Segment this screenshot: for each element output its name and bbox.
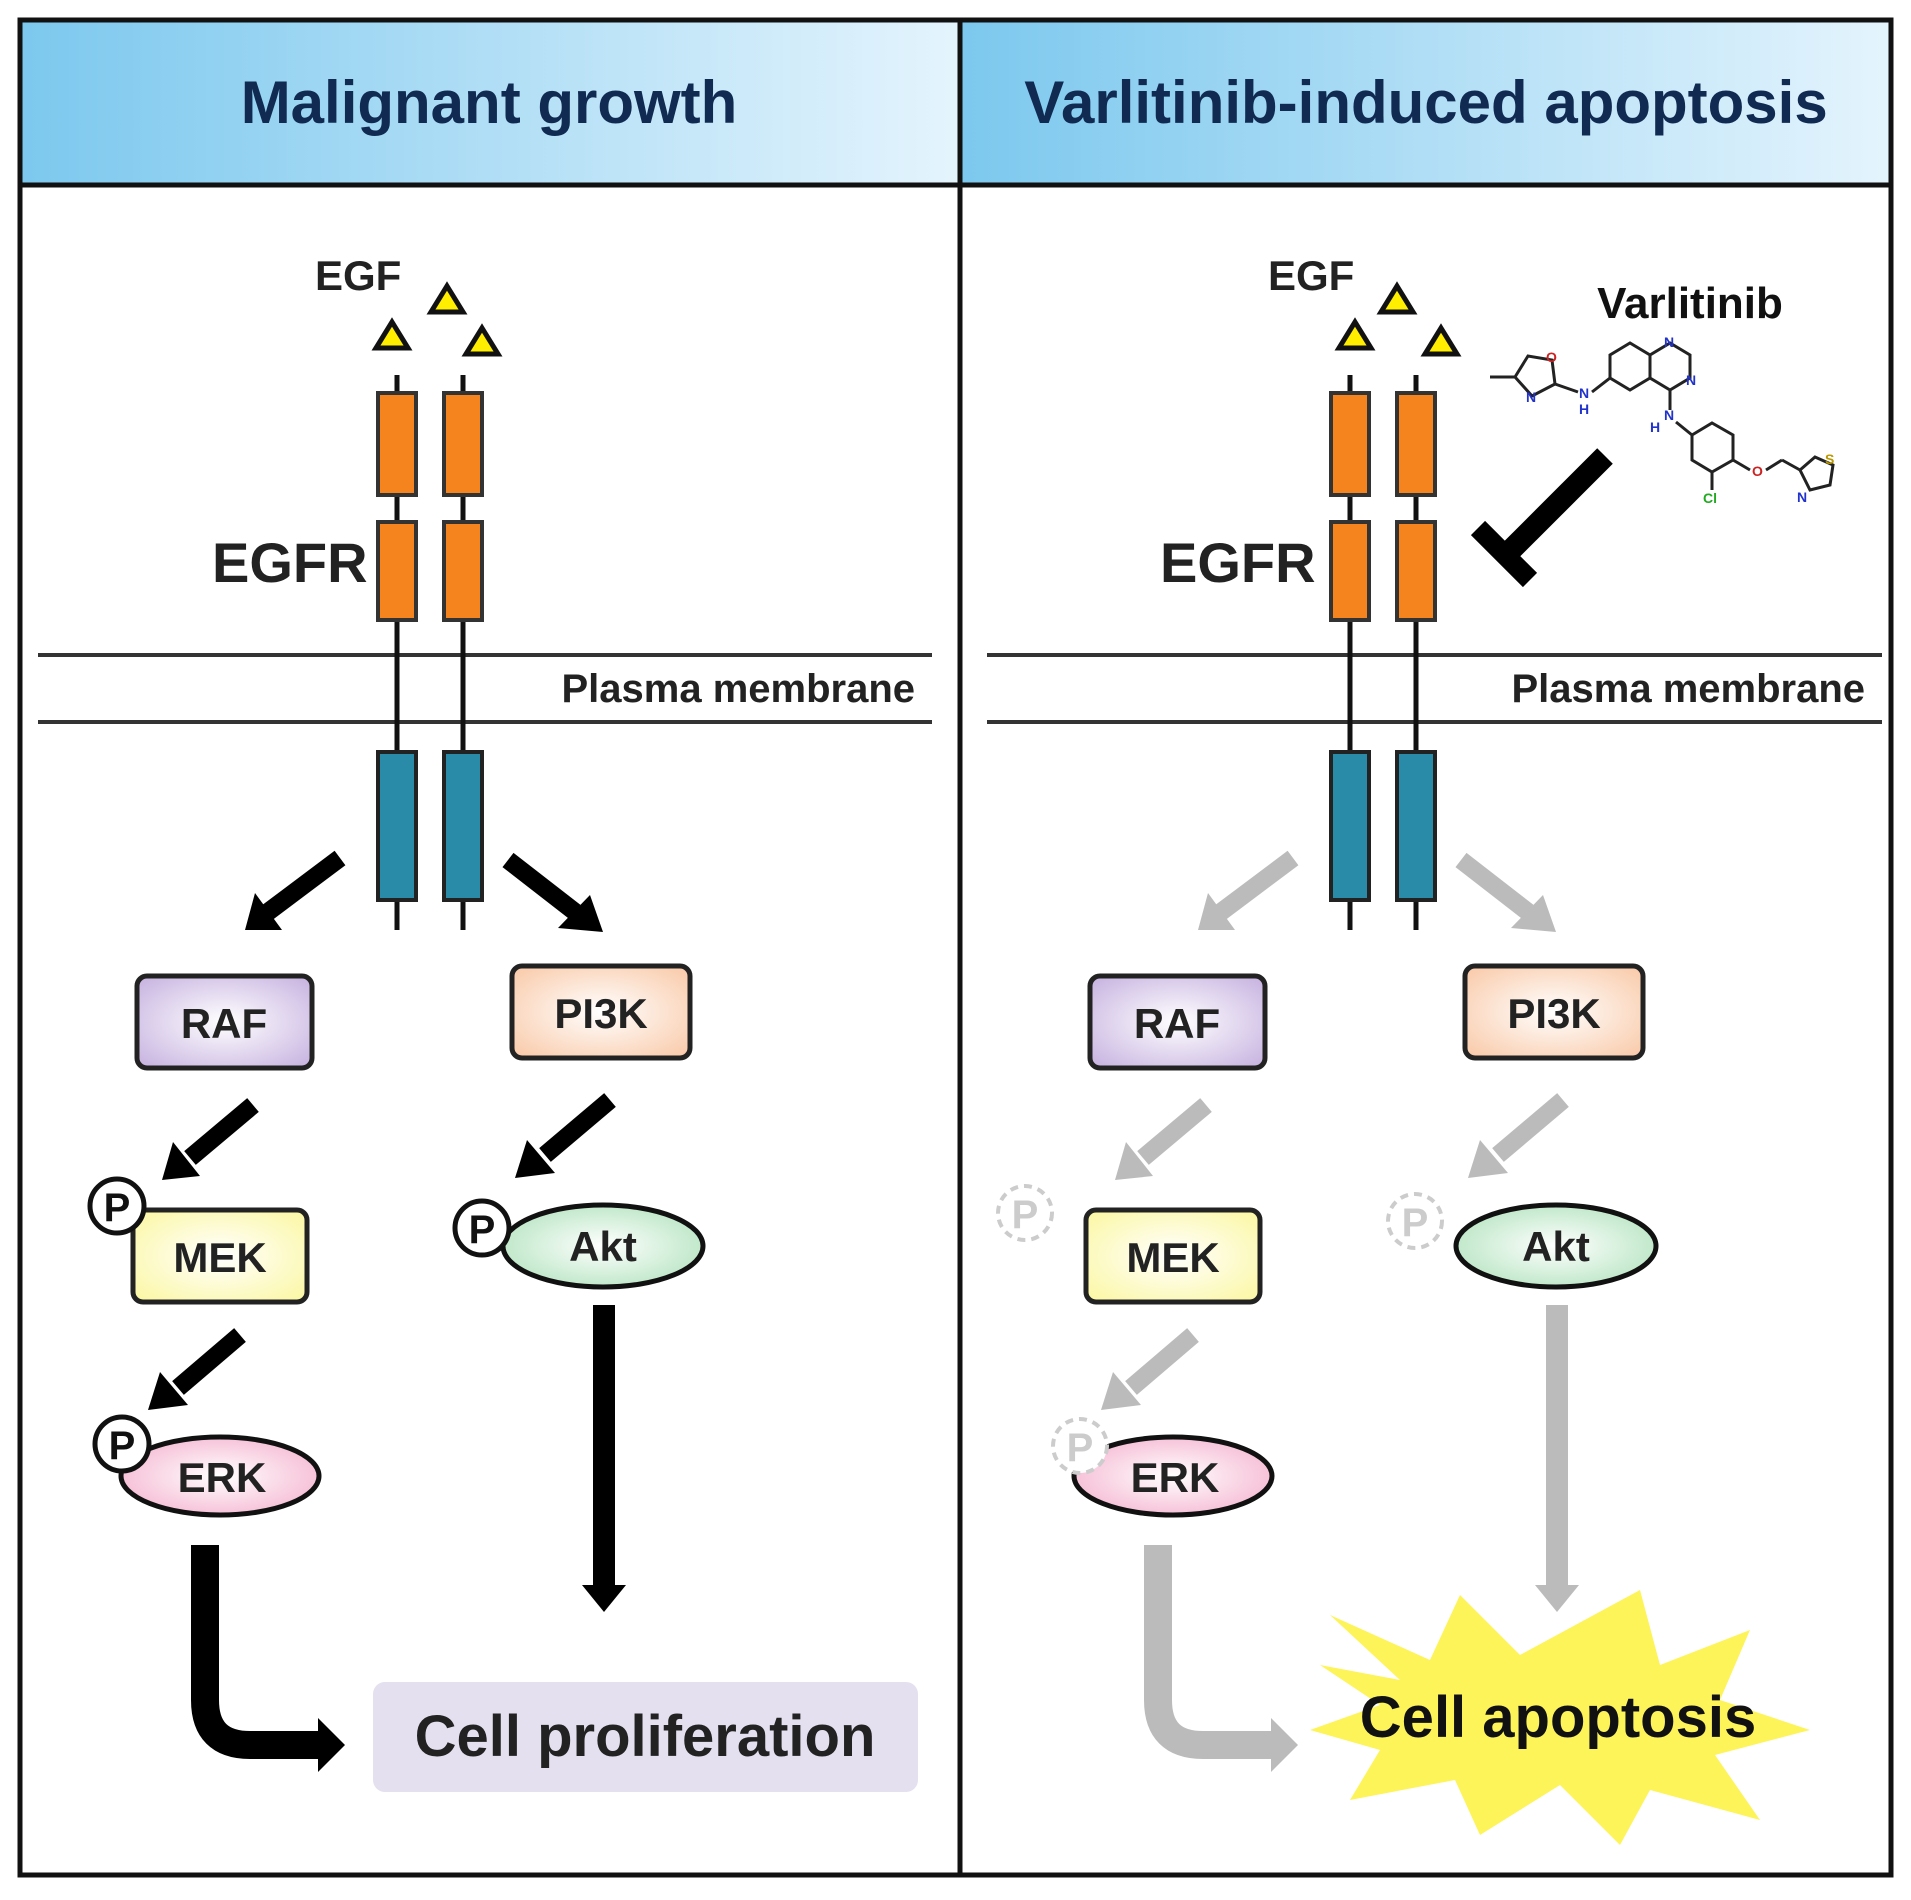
membrane-label: Plasma membrane (1511, 667, 1865, 711)
arrow-raf-to-mek (162, 1098, 259, 1180)
svg-text:H: H (1650, 419, 1660, 435)
erk-label: ERK (1131, 1454, 1220, 1501)
egf-triangle (1334, 317, 1376, 351)
phospho-akt-label: P (469, 1208, 496, 1252)
egfr-monomer (1395, 375, 1437, 930)
pi3k-label: PI3K (1507, 990, 1600, 1037)
egfr-monomer (376, 375, 418, 930)
varlitinib-atoms: O N N H N N N H O Cl S N (1526, 334, 1834, 506)
arrow-to-raf-inactive (1198, 850, 1299, 930)
phospho-akt-faded-label: P (1402, 1201, 1429, 1245)
raf-label: RAF (181, 1000, 267, 1047)
raf-label: RAF (1134, 1000, 1220, 1047)
egfr-monomer (442, 375, 484, 930)
phospho-mek-faded (996, 1184, 1054, 1242)
phospho-akt-faded (1386, 1192, 1444, 1250)
egf-label: EGF (315, 252, 401, 299)
svg-text:Cl: Cl (1703, 490, 1717, 506)
egf-triangle (1376, 281, 1418, 315)
mek-label: MEK (1126, 1234, 1219, 1281)
phospho-akt (452, 1198, 512, 1258)
phospho-mek (87, 1176, 147, 1236)
egfr-monomer (1329, 375, 1371, 930)
varlitinib-label: Varlitinib (1597, 279, 1783, 328)
svg-text:N: N (1797, 489, 1807, 505)
mek-node (1083, 1207, 1263, 1305)
egfr-label: EGFR (212, 531, 368, 594)
arrow-akt-to-apoptosis (1535, 1305, 1579, 1612)
svg-text:N: N (1686, 372, 1696, 388)
outer-frame (17, 17, 1894, 1878)
svg-text:N: N (1664, 407, 1674, 423)
akt-node (1453, 1202, 1659, 1290)
arrow-raf-to-mek-inactive (1115, 1098, 1212, 1180)
phospho-erk-faded (1051, 1417, 1109, 1475)
arrow-pi3k-to-akt (515, 1093, 616, 1178)
membrane-label: Plasma membrane (561, 667, 915, 711)
cell-apoptosis-label: Cell apoptosis (1360, 1685, 1756, 1750)
phospho-erk-label: P (109, 1424, 136, 1468)
erk-label: ERK (178, 1454, 267, 1501)
arrow-akt-to-proliferation (582, 1305, 626, 1612)
arrow-erk-to-proliferation (191, 1545, 345, 1772)
cell-proliferation-box (373, 1682, 918, 1792)
egf-label: EGF (1268, 252, 1354, 299)
akt-label: Akt (569, 1223, 637, 1270)
left-panel-title: Malignant growth (241, 69, 738, 136)
right-header-band (961, 20, 1891, 185)
arrow-erk-inactive (1144, 1545, 1298, 1772)
arrow-to-pi3k-inactive (1455, 852, 1556, 932)
svg-text:N: N (1664, 334, 1674, 350)
arrow-to-raf (245, 850, 346, 930)
arrow-pi3k-to-akt-inactive (1468, 1093, 1569, 1178)
erk-node (1071, 1434, 1275, 1518)
arrow-mek-to-erk (148, 1328, 246, 1410)
varlitinib-structure (1490, 341, 1835, 492)
svg-text:O: O (1752, 463, 1763, 479)
left-header-band (20, 20, 958, 185)
apoptosis-burst (1310, 1590, 1810, 1845)
cell-proliferation-label: Cell proliferation (415, 1704, 876, 1769)
raf-node (134, 973, 315, 1071)
egf-triangle (1420, 323, 1462, 357)
egf-triangle (426, 281, 468, 315)
mek-label: MEK (173, 1234, 266, 1281)
pi3k-node (1462, 963, 1646, 1061)
egf-triangle (461, 323, 503, 357)
phospho-erk-faded-label: P (1067, 1426, 1094, 1470)
svg-text:N: N (1579, 385, 1589, 401)
arrow-mek-to-erk-inactive (1101, 1328, 1199, 1410)
egfr-label: EGFR (1160, 531, 1316, 594)
erk-node (118, 1434, 322, 1518)
mek-node (130, 1207, 310, 1305)
svg-text:H: H (1579, 401, 1589, 417)
right-panel-title: Varlitinib-induced apoptosis (1024, 69, 1827, 136)
phospho-mek-label: P (104, 1186, 131, 1230)
raf-node (1087, 973, 1268, 1071)
svg-text:S: S (1825, 451, 1834, 467)
phospho-mek-faded-label: P (1012, 1193, 1039, 1237)
phospho-erk (92, 1414, 152, 1474)
right-panel: EGF Plasma membrane EGFR Varlitinib (987, 252, 1882, 1845)
egf-triangle (371, 317, 413, 351)
inhibition-arrow (1470, 448, 1613, 588)
arrow-to-pi3k (502, 852, 603, 932)
akt-label: Akt (1522, 1223, 1590, 1270)
svg-text:O: O (1546, 349, 1557, 365)
pi3k-label: PI3K (554, 990, 647, 1037)
svg-text:N: N (1526, 389, 1536, 405)
pi3k-node (509, 963, 693, 1061)
left-panel: EGF Plasma membrane EGFR (38, 252, 932, 1792)
